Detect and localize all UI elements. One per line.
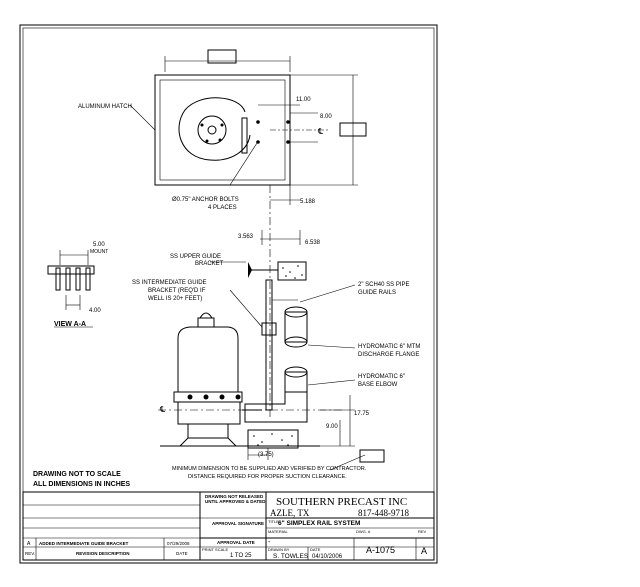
hdr-desc: REVISION DESCRIPTION	[76, 551, 130, 556]
rev-label: REV	[418, 529, 427, 534]
anchor-bolt	[256, 140, 260, 144]
company-name: SOUTHERN PRECAST INC	[276, 496, 407, 508]
dim-375: (3.75)	[258, 452, 274, 458]
dim-box-top	[207, 49, 237, 64]
scale-value: 1 TO 25	[230, 553, 252, 559]
dim-900: 9.00	[326, 424, 338, 430]
drawing-date: 04/10/2006	[312, 554, 343, 560]
material-value: -	[268, 539, 271, 546]
pump-volute-plan	[178, 97, 251, 161]
concrete-base	[247, 429, 299, 449]
elevation-view	[158, 230, 385, 471]
hdr-date: DATE	[176, 551, 188, 556]
anchor-bolt	[286, 120, 290, 124]
dwg-number: A-1075	[366, 545, 395, 555]
view-aa-dim-bottom: 4.00	[89, 308, 101, 314]
drawing-title: 6" SIMPLEX RAIL SYSTEM	[278, 520, 360, 527]
title-label: TITLE	[268, 519, 279, 524]
drawing-note-2: UNTIL APPROVED & DATED	[205, 499, 266, 504]
dim-6538: 6.538	[305, 240, 321, 246]
upper-bracket-label-2: BRACKET	[195, 261, 224, 267]
inter-bracket-label: SS INTERMEDIATE GUIDE	[132, 280, 207, 286]
dim-1775: 17.75	[354, 411, 370, 417]
dim-8: 8.00	[320, 114, 332, 120]
inter-bracket-label-2: BRACKET (REQ'D IF	[148, 288, 206, 294]
rails-label-2: GUIDE RAILS	[358, 290, 396, 296]
view-aa-title: VIEW A-A	[54, 321, 86, 328]
dim-5188: 5.188	[300, 199, 316, 205]
base-elbow	[244, 392, 308, 423]
company-city: AZLE, TX	[270, 508, 310, 518]
note-not-to-scale: DRAWING NOT TO SCALE	[33, 471, 121, 478]
anchor-label: Ø0.75" ANCHOR BOLTS	[172, 197, 239, 203]
dim-11: 11.00	[296, 97, 311, 103]
flange-label-2: DISCHARGE FLANGE	[358, 352, 419, 358]
guide-rail	[265, 279, 273, 411]
rails-label: 2" SCH40 SS PIPE	[358, 282, 410, 288]
centerline-mark: ℄	[317, 127, 324, 136]
drawing-note-1: DRAWING NOT RELEASED	[205, 494, 264, 499]
dwg-label: DWG. #	[356, 529, 371, 534]
dim-box-min	[359, 449, 385, 463]
anchor-bolt	[286, 140, 290, 144]
rev-row-desc: ADDED INTERMEDIATE GUIDE BRACKET	[39, 541, 129, 546]
upper-bracket-label: SS UPPER GUIDE	[170, 254, 221, 260]
elbow-label: HYDROMATIC 6"	[358, 374, 405, 380]
rev-value: A	[421, 546, 427, 556]
note-dimensions: ALL DIMENSIONS IN INCHES	[33, 481, 130, 488]
company-phone: 817-448-9718	[358, 508, 409, 518]
date-label: DATE	[310, 547, 321, 552]
min-note-1: MINIMUM DIMENSION TO BE SUPPLIED AND VER…	[172, 466, 367, 472]
drawn-label: DRAWN BY	[268, 547, 290, 552]
anchor-count: 4 PLACES	[208, 205, 237, 211]
material-label: MATERIAL	[268, 529, 288, 534]
flange-label: HYDROMATIC 6" MTM	[358, 344, 420, 350]
hatch-label: ALUMINUM HATCH	[78, 104, 132, 110]
discharge-flange-plan	[241, 117, 248, 154]
aluminum-hatch	[154, 74, 291, 186]
pump-body	[177, 326, 239, 393]
inter-bracket-label-3: WELL IS 20+ FEET)	[148, 296, 202, 302]
rev-row-letter: A	[27, 541, 31, 547]
elbow-label-2: BASE ELBOW	[358, 382, 398, 388]
intermediate-bracket	[261, 322, 277, 336]
title-block	[22, 491, 435, 561]
hdr-rev: REV.	[25, 551, 35, 556]
drawn-by: S. TOWLES	[273, 553, 309, 560]
view-aa-dim-top: 5.00	[93, 242, 105, 248]
dim-3563: 3.563	[238, 234, 254, 240]
rev-row-date: 07/29/2008	[167, 541, 190, 546]
min-note-2: DISTANCE REQUIRED FOR PROPER SUCTION CLE…	[188, 474, 347, 480]
centerline-mark-elev: ℄	[159, 405, 166, 414]
sheet-border	[19, 24, 438, 564]
plan-view	[129, 49, 367, 420]
approval-signature: APPROVAL SIGNATURE	[212, 521, 264, 526]
approval-date: APPROVAL DATE	[217, 540, 255, 545]
view-aa	[47, 250, 95, 328]
upper-bracket-block	[277, 261, 307, 281]
scale-label: PRINT SCALE	[202, 547, 228, 552]
view-aa-dim-mount: MOUNT	[90, 249, 108, 255]
dim-box-right	[339, 122, 367, 137]
anchor-bolt	[256, 120, 260, 124]
